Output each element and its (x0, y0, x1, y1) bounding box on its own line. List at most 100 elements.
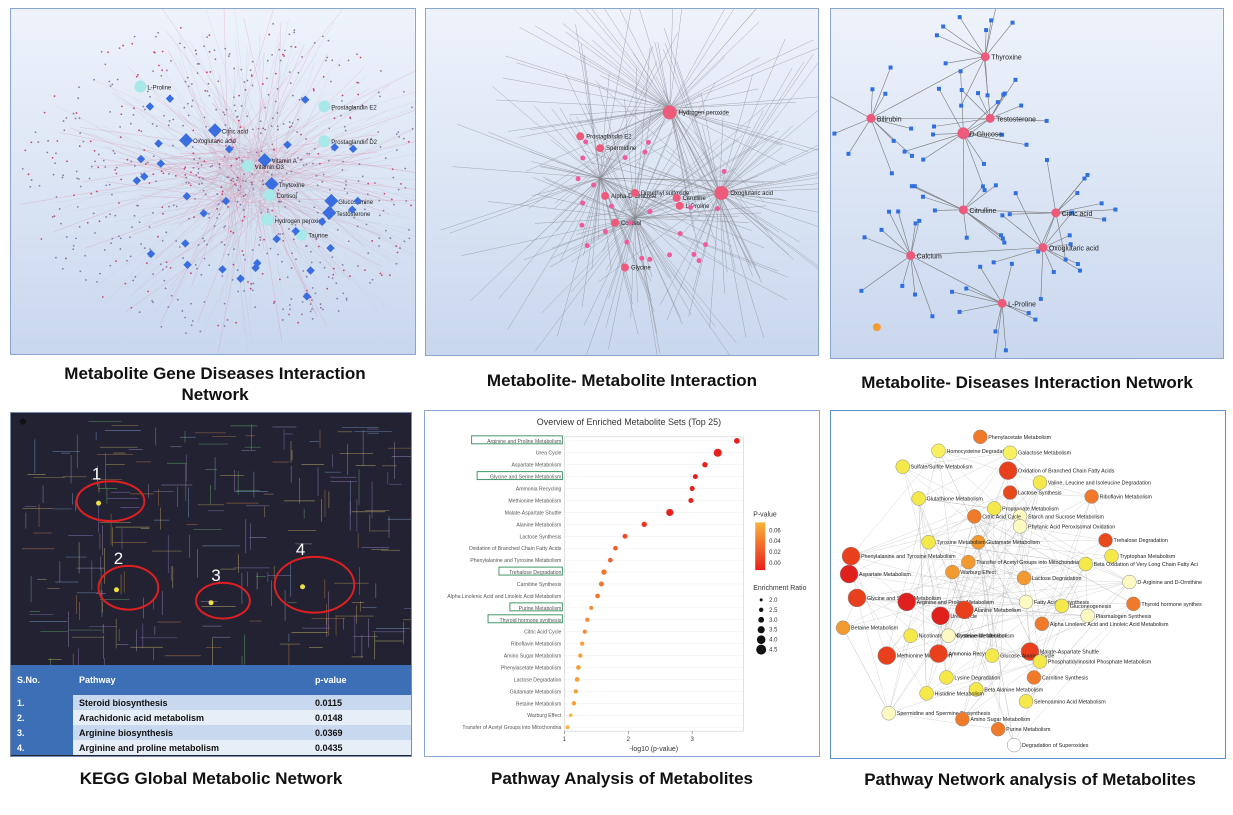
category-label: Warburg Effect (527, 713, 562, 719)
edge (103, 80, 237, 204)
node-dot (316, 184, 319, 187)
node-dot (129, 122, 132, 125)
node-dot (290, 267, 293, 269)
edge (254, 174, 415, 256)
node-dot (218, 166, 221, 169)
node-dot (325, 59, 327, 62)
edge (228, 108, 260, 158)
disease-node (934, 33, 939, 38)
node-dot (172, 144, 174, 147)
node-dot (176, 298, 179, 301)
node-dot (336, 228, 339, 231)
pathway-node (895, 459, 910, 474)
node-dot (241, 219, 244, 222)
node-dot (155, 125, 158, 128)
metabolite-node (583, 139, 589, 145)
node-dot (290, 45, 293, 48)
metabolite-node (688, 204, 694, 210)
node-dot (228, 53, 231, 55)
node-dot (78, 145, 81, 148)
edge (599, 177, 670, 279)
node-dot (155, 180, 157, 183)
node-dot (251, 249, 254, 251)
edge (984, 9, 996, 57)
legend-ratio-tick: 3.0 (769, 618, 778, 624)
node-dot (403, 240, 406, 243)
edge (235, 190, 290, 209)
edge (669, 9, 725, 109)
node-dot (341, 94, 344, 97)
edge (277, 201, 288, 257)
node-dot (229, 230, 232, 233)
disease-node (1075, 262, 1080, 267)
edge (669, 9, 673, 109)
node-dot (196, 267, 198, 270)
edge (146, 121, 261, 158)
hit-node (300, 584, 306, 590)
disease-node (909, 153, 914, 158)
edge (159, 64, 223, 173)
edge (249, 157, 372, 183)
node-dot (314, 292, 317, 295)
node-dot (263, 238, 265, 241)
edge (951, 291, 1003, 304)
node-dot (250, 74, 253, 76)
node-dot (240, 68, 243, 71)
node-label: Bilirubin (877, 116, 902, 123)
node-dot (269, 247, 272, 250)
node-dot (283, 160, 286, 162)
pathway-label: Histidine Metabolism (935, 691, 985, 697)
node-dot (299, 159, 302, 161)
node-dot (98, 220, 101, 223)
edge (669, 108, 818, 151)
edge (599, 56, 725, 179)
node-dot (203, 160, 206, 163)
node-dot (133, 35, 136, 38)
metabolite-node (677, 231, 683, 237)
edge (167, 204, 271, 262)
edge (963, 209, 1004, 239)
metabolite-node (906, 251, 916, 261)
node-dot (84, 279, 87, 281)
node-dot (312, 89, 315, 92)
node-dot (207, 82, 210, 85)
edge (600, 177, 733, 247)
node-dot (93, 78, 96, 81)
node-dot (290, 170, 293, 173)
disease-node (932, 124, 937, 129)
edge (585, 217, 636, 355)
node-dot (236, 116, 238, 119)
edge (669, 96, 818, 109)
disease-node (1051, 269, 1056, 274)
node-dot (66, 160, 68, 163)
node-dot (152, 211, 154, 214)
data-point (734, 437, 740, 444)
edge (1042, 212, 1057, 248)
edge (246, 57, 343, 160)
node-dot (195, 53, 198, 55)
edge (849, 573, 1130, 583)
node-label: Vitamin A (272, 159, 297, 165)
pathway-node (1122, 574, 1137, 590)
category-label: Amino Sugar Metabolism (504, 654, 562, 660)
node-dot (232, 177, 234, 180)
disease-node (1013, 77, 1018, 82)
node-dot (187, 102, 189, 105)
node-dot (53, 95, 56, 98)
node-dot (30, 141, 33, 144)
node-dot (281, 319, 284, 321)
node-dot (405, 200, 408, 202)
pathway-node (839, 564, 859, 584)
category-label: Glutamate Metabolism (510, 689, 562, 695)
node-dot (240, 159, 243, 162)
node-dot (229, 138, 232, 141)
node-dot (310, 261, 313, 264)
node-dot (247, 281, 249, 283)
edge (233, 195, 311, 292)
node-dot (361, 175, 364, 178)
edge (634, 217, 661, 354)
edge (251, 173, 392, 279)
edge (534, 25, 670, 109)
metabolite-node (591, 182, 597, 188)
edge (881, 229, 911, 256)
